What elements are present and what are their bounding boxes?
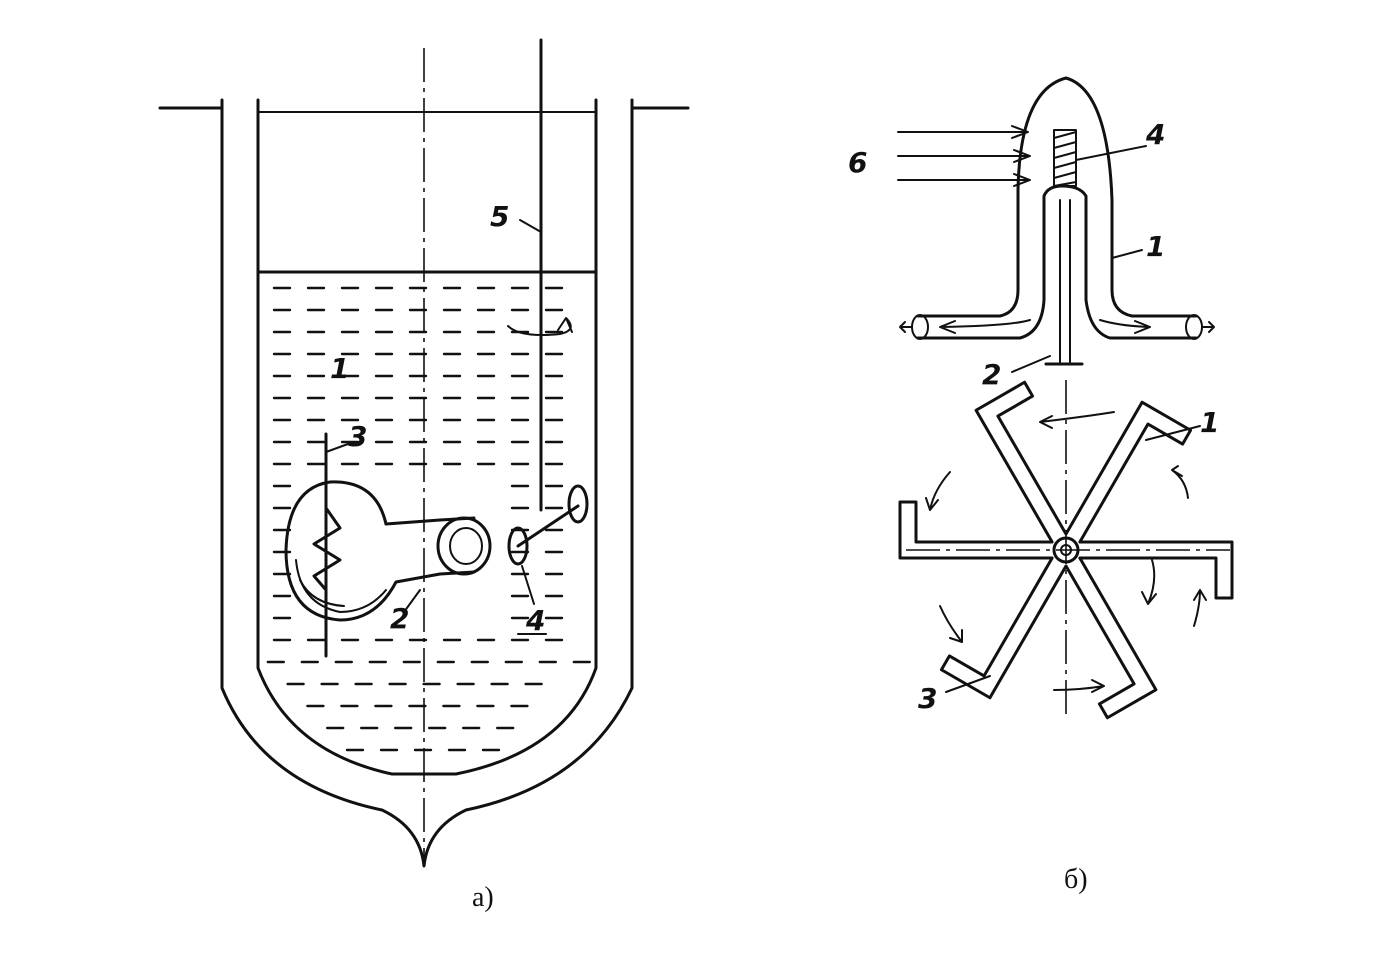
label-nozzle: 2 — [390, 602, 409, 635]
label-liquid: 1 — [330, 352, 349, 385]
rotor-arm — [1064, 556, 1158, 720]
leader-b4 — [1075, 145, 1147, 161]
rot-arrow-left-top — [925, 471, 951, 511]
inner-flow-left — [939, 319, 1031, 334]
rotor-arm — [1078, 540, 1234, 600]
rot-arrow-bottom — [1053, 679, 1105, 693]
rotor-arms — [898, 380, 1234, 720]
caption-a: а) — [472, 882, 494, 913]
label-rotor-body: 1 — [1200, 406, 1219, 439]
label-body: 1 — [1146, 230, 1165, 263]
paddle-right — [567, 484, 589, 524]
rotor-arm — [939, 556, 1068, 700]
diagram-a-vessel-setup: 1 3 5 2 4 а) — [158, 38, 690, 913]
nozzle-outlet-inner — [449, 527, 483, 565]
vessel-inner-wall — [256, 98, 598, 776]
flask-shading-2 — [299, 579, 345, 607]
rotor-hub — [1052, 536, 1080, 564]
rot-arrow-right-top — [1171, 465, 1189, 499]
leader-b1 — [1111, 249, 1143, 259]
rot-arrow-right-bottom — [1193, 589, 1207, 627]
label-flow: 6 — [848, 146, 867, 179]
coil-hatch — [1053, 131, 1077, 187]
flask-shading — [295, 559, 387, 613]
paddle-left — [507, 526, 529, 566]
leader-5 — [519, 219, 542, 233]
leader-2 — [403, 589, 421, 613]
exit-arrow-right — [1201, 321, 1215, 333]
rotor-arm — [974, 380, 1068, 544]
rotation-arrow — [507, 317, 573, 336]
leader-rotor-3 — [945, 675, 991, 693]
label-heater: 3 — [348, 420, 367, 453]
label-pin: 2 — [982, 358, 1001, 391]
paddle-arm — [516, 504, 580, 548]
rot-arrow-right — [1141, 559, 1157, 605]
leader-rotor-1 — [1145, 425, 1201, 441]
rot-arrow-left-bottom — [939, 605, 963, 643]
nozzle-body-outer — [916, 76, 1198, 318]
flask-body — [284, 480, 442, 622]
flow-arrowheads — [1011, 125, 1031, 187]
rotor-arm — [898, 500, 1054, 560]
heater-coil-icon — [312, 506, 342, 592]
inner-flow-right — [1099, 319, 1151, 334]
label-shaft: 5 — [490, 200, 509, 233]
leader-3 — [325, 443, 349, 453]
nozzle-outlet — [436, 516, 492, 576]
label-rotor-arm: 3 — [918, 682, 937, 715]
rotor-hub-center — [1060, 544, 1072, 556]
caption-b: б) — [1064, 864, 1088, 895]
outlet-right — [1185, 314, 1203, 340]
outlet-left — [911, 314, 929, 340]
label-coil: 4 — [1145, 118, 1165, 151]
label-paddles: 4 — [525, 604, 545, 637]
rot-arrow-top — [1039, 411, 1115, 429]
rotor-arm — [1064, 400, 1193, 544]
liquid-hatching — [266, 286, 591, 752]
exit-arrow-left — [899, 321, 913, 333]
nozzle-top-edge — [384, 518, 442, 526]
leader-b2 — [1011, 355, 1051, 373]
leader-4 — [521, 565, 535, 605]
diagram-b-rotor-setup: 6 4 1 2 1 3 б) — [848, 76, 1234, 895]
